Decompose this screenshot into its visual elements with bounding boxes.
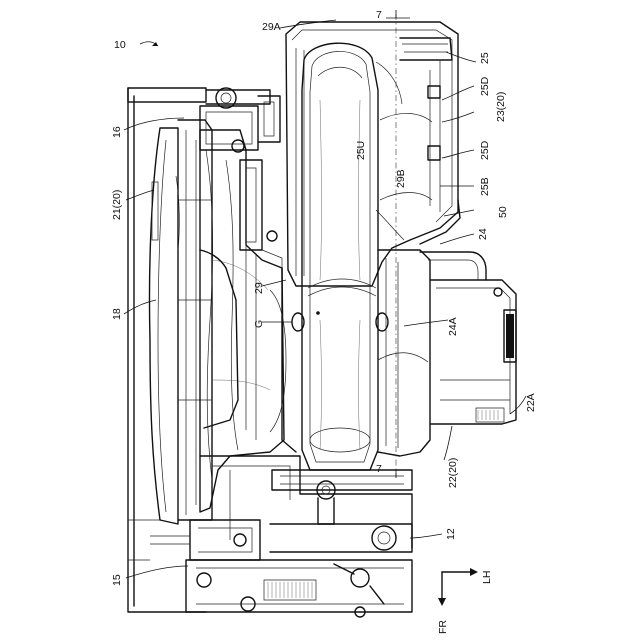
label-29A: 29A: [262, 21, 281, 33]
label-22A: 22A: [525, 393, 537, 412]
label-25B: 25B: [479, 177, 491, 196]
label-25D-a: 25D: [479, 76, 491, 96]
axis-label-FR: FR: [437, 620, 449, 634]
label-29B: 29B: [395, 169, 407, 188]
blade-guard: [149, 120, 212, 524]
label-23-20: 23(20): [495, 92, 507, 122]
axis-label-LH: LH: [481, 571, 493, 584]
lower-mechanism: [150, 456, 412, 617]
figure-ref-label: 10: [114, 39, 126, 51]
direction-axes: [438, 568, 478, 606]
battery-pack: [420, 252, 516, 424]
reference-labels: 10 29A 7 25 25D 23(20) 25U 25D 29B 25B 5…: [111, 9, 537, 634]
label-24: 24: [477, 228, 489, 240]
label-16: 16: [111, 126, 123, 138]
label-25D-b: 25D: [479, 140, 491, 160]
label-18: 18: [111, 308, 123, 320]
label-7-top: 7: [376, 9, 382, 21]
handle: [292, 43, 388, 470]
label-21-20: 21(20): [111, 190, 123, 220]
label-12: 12: [445, 528, 457, 540]
label-7-bottom: 7: [376, 463, 382, 475]
label-24A: 24A: [447, 317, 459, 336]
label-15: 15: [111, 574, 123, 586]
label-G: G: [253, 320, 265, 328]
label-25U: 25U: [355, 141, 367, 160]
label-29: 29: [253, 282, 265, 294]
label-22-20: 22(20): [447, 458, 459, 488]
label-25: 25: [479, 52, 491, 64]
base-plate: [128, 88, 270, 612]
label-50: 50: [497, 206, 509, 218]
